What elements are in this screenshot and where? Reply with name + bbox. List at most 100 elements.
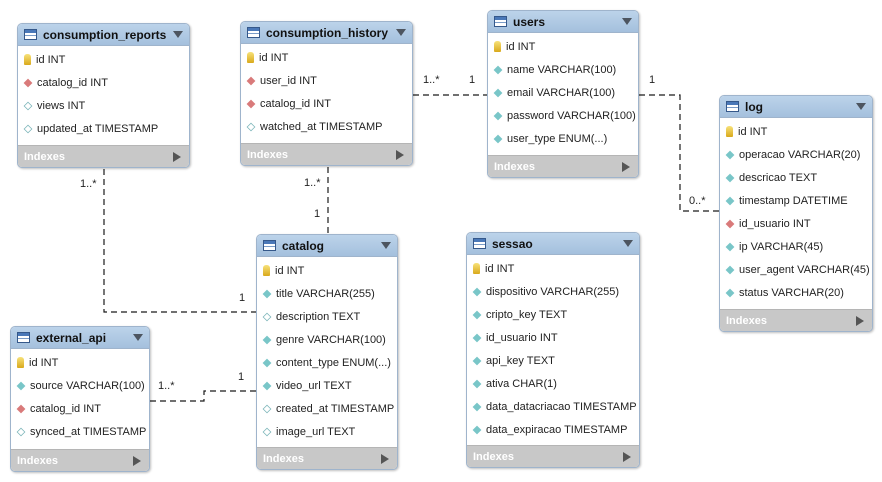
field-row[interactable]: operacao VARCHAR(20) <box>720 143 872 166</box>
field-row[interactable]: cripto_key TEXT <box>467 303 639 326</box>
field-row[interactable]: email VARCHAR(100) <box>488 81 638 104</box>
field-row[interactable]: watched_at TIMESTAMP <box>241 115 412 138</box>
field-row[interactable]: source VARCHAR(100) <box>11 374 149 397</box>
field-row[interactable]: ativa CHAR(1) <box>467 372 639 395</box>
field-row[interactable]: descricao TEXT <box>720 166 872 189</box>
chevron-down-icon[interactable] <box>173 31 183 38</box>
field-row[interactable]: updated_at TIMESTAMP <box>18 117 189 140</box>
field-row[interactable]: id INT <box>720 120 872 143</box>
chevron-down-icon[interactable] <box>381 242 391 249</box>
rel-line-users-log[interactable] <box>639 94 719 212</box>
field-row[interactable]: catalog_id INT <box>11 397 149 420</box>
field-row[interactable]: timestamp DATETIME <box>720 189 872 212</box>
field-row[interactable]: id INT <box>241 46 412 69</box>
entity-header[interactable]: log <box>720 96 872 118</box>
entity-header[interactable]: sessao <box>467 233 639 255</box>
rel-line-reports-catalog[interactable] <box>103 169 256 313</box>
column-diamond-icon <box>262 289 272 298</box>
field-row[interactable]: name VARCHAR(100) <box>488 58 638 81</box>
indexes-footer[interactable]: Indexes <box>241 143 412 165</box>
field-row[interactable]: synced_at TIMESTAMP <box>11 420 149 443</box>
field-row[interactable]: dispositivo VARCHAR(255) <box>467 280 639 303</box>
indexes-footer[interactable]: Indexes <box>11 449 149 471</box>
expand-arrow-icon[interactable] <box>396 149 404 160</box>
field-row[interactable]: title VARCHAR(255) <box>257 282 397 305</box>
chevron-down-icon[interactable] <box>856 103 866 110</box>
field-row[interactable]: description TEXT <box>257 305 397 328</box>
field-row[interactable]: api_key TEXT <box>467 349 639 372</box>
field-label: id INT <box>485 262 515 275</box>
field-row[interactable]: views INT <box>18 94 189 117</box>
field-row[interactable]: created_at TIMESTAMP <box>257 397 397 420</box>
field-row[interactable]: data_expiracao TIMESTAMP <box>467 418 639 441</box>
field-row[interactable]: id INT <box>257 259 397 282</box>
field-label: id INT <box>275 264 305 277</box>
field-label: user_type ENUM(...) <box>507 132 608 145</box>
expand-arrow-icon[interactable] <box>622 161 630 172</box>
field-row[interactable]: id_usuario INT <box>467 326 639 349</box>
field-label: cripto_key TEXT <box>486 308 568 321</box>
field-row[interactable]: id INT <box>488 35 638 58</box>
field-row[interactable]: catalog_id INT <box>18 71 189 94</box>
field-row[interactable]: image_url TEXT <box>257 420 397 443</box>
entity-header[interactable]: consumption_reports <box>18 24 189 46</box>
field-row[interactable]: genre VARCHAR(100) <box>257 328 397 351</box>
column-diamond-icon <box>725 196 735 205</box>
indexes-footer[interactable]: Indexes <box>488 155 638 177</box>
field-label: descricao TEXT <box>739 171 818 184</box>
foreign-key-icon <box>725 219 735 228</box>
chevron-down-icon[interactable] <box>396 29 406 36</box>
column-diamond-icon <box>262 381 272 390</box>
entity-header[interactable]: catalog <box>257 235 397 257</box>
indexes-footer[interactable]: Indexes <box>18 145 189 167</box>
field-row[interactable]: user_type ENUM(...) <box>488 127 638 150</box>
field-row[interactable]: status VARCHAR(20) <box>720 281 872 304</box>
field-row[interactable]: data_datacriacao TIMESTAMP <box>467 395 639 418</box>
entity-header[interactable]: users <box>488 11 638 33</box>
expand-arrow-icon[interactable] <box>623 451 631 462</box>
field-row[interactable]: id INT <box>11 351 149 374</box>
field-row[interactable]: ip VARCHAR(45) <box>720 235 872 258</box>
indexes-footer[interactable]: Indexes <box>257 447 397 469</box>
field-row[interactable]: id INT <box>467 257 639 280</box>
entity-header[interactable]: consumption_history <box>241 22 412 44</box>
field-label: user_agent VARCHAR(45) <box>739 263 870 276</box>
indexes-footer[interactable]: Indexes <box>467 445 639 467</box>
entity-name: log <box>745 99 763 114</box>
expand-arrow-icon[interactable] <box>381 453 389 464</box>
field-row[interactable]: id_usuario INT <box>720 212 872 235</box>
expand-arrow-icon[interactable] <box>173 151 181 162</box>
entity-header[interactable]: external_api <box>11 327 149 349</box>
entity-catalog[interactable]: catalog id INT title VARCHAR(255)descript… <box>256 234 398 470</box>
field-list: id INT title VARCHAR(255)description TEXT… <box>257 257 397 447</box>
rel-card-history-users-to: 1 <box>469 74 476 86</box>
chevron-down-icon[interactable] <box>133 334 143 341</box>
expand-arrow-icon[interactable] <box>133 455 141 466</box>
field-row[interactable]: password VARCHAR(100) <box>488 104 638 127</box>
expand-arrow-icon[interactable] <box>856 315 864 326</box>
field-row[interactable]: content_type ENUM(...) <box>257 351 397 374</box>
foreign-key-icon <box>16 404 26 413</box>
field-label: synced_at TIMESTAMP <box>30 425 147 438</box>
rel-line-external-catalog[interactable] <box>150 390 256 402</box>
field-row[interactable]: id INT <box>18 48 189 71</box>
field-row[interactable]: video_url TEXT <box>257 374 397 397</box>
foreign-key-icon <box>23 78 33 87</box>
field-label: email VARCHAR(100) <box>507 86 615 99</box>
entity-sessao[interactable]: sessao id INT dispositivo VARCHAR(255) cri… <box>466 232 640 468</box>
indexes-footer[interactable]: Indexes <box>720 309 872 331</box>
chevron-down-icon[interactable] <box>622 18 632 25</box>
field-label: password VARCHAR(100) <box>507 109 636 122</box>
table-icon <box>263 240 276 251</box>
chevron-down-icon[interactable] <box>623 240 633 247</box>
field-row[interactable]: user_id INT <box>241 69 412 92</box>
field-row[interactable]: user_agent VARCHAR(45) <box>720 258 872 281</box>
field-row[interactable]: catalog_id INT <box>241 92 412 115</box>
